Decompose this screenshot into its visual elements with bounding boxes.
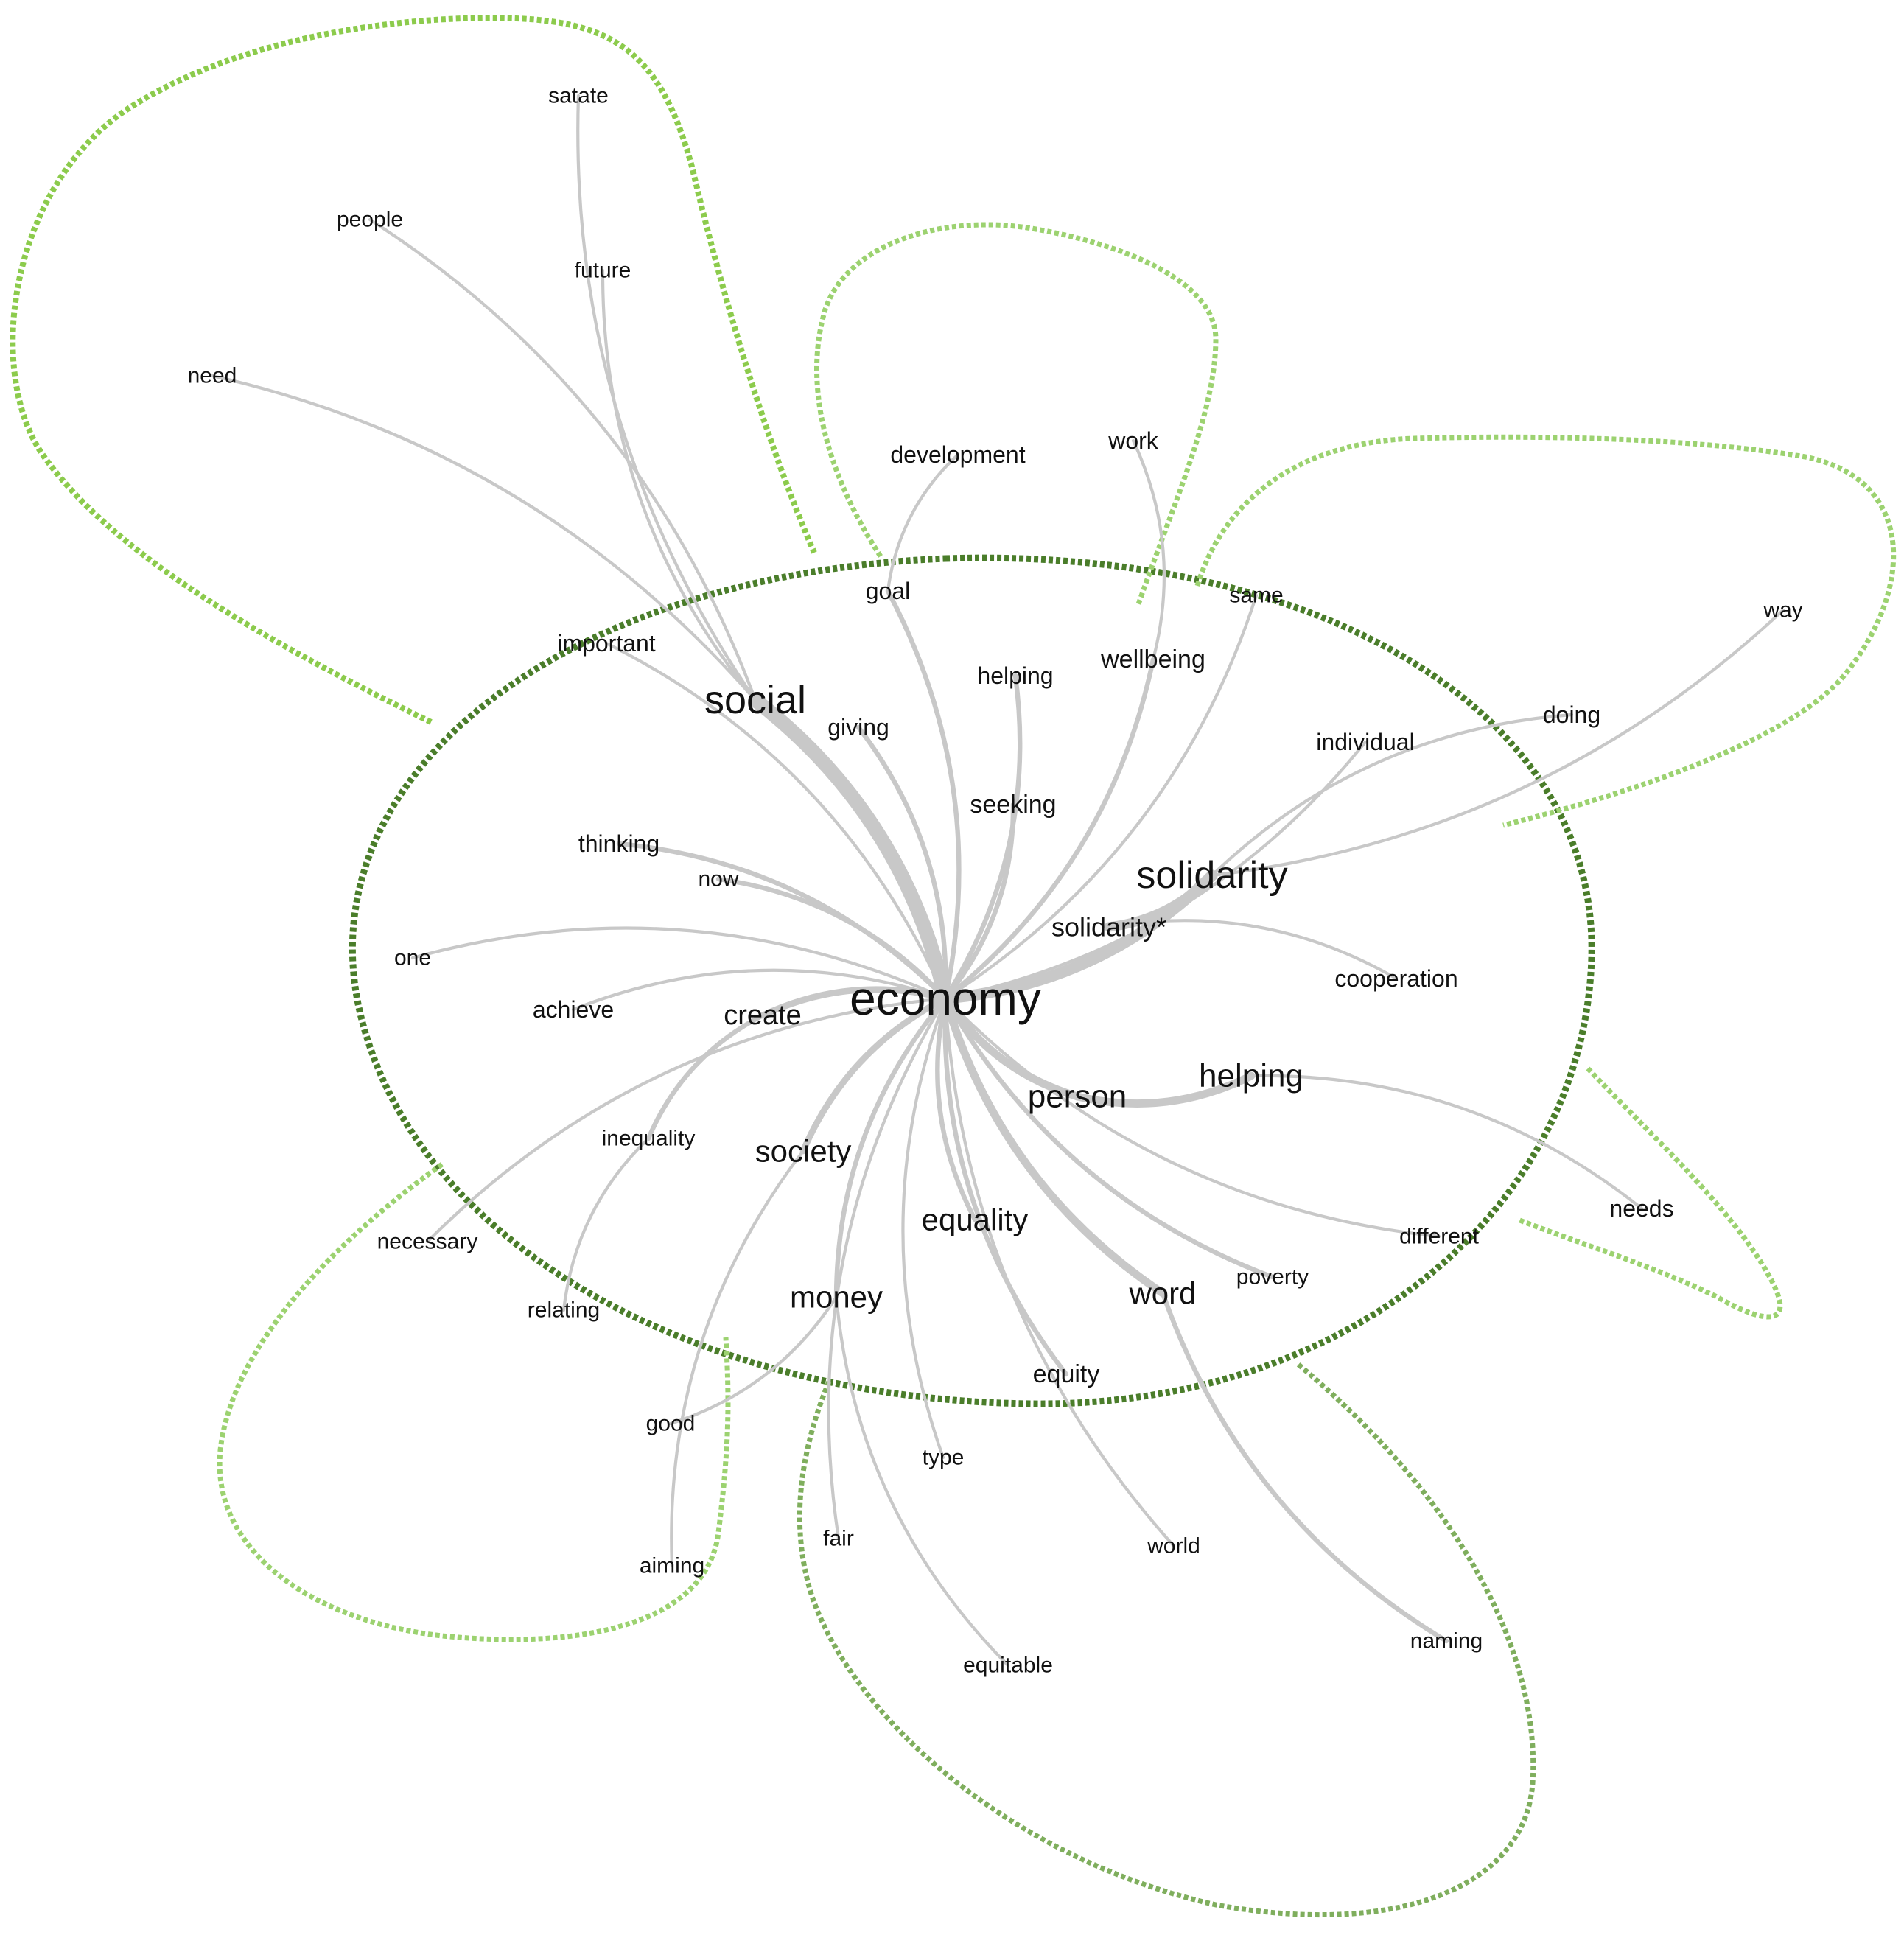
edge-money-equitable (834, 1295, 1010, 1668)
edge-economy-individual (943, 740, 1368, 1001)
word-different: different (1399, 1225, 1480, 1249)
word-thinking: thinking (578, 830, 659, 857)
edge-economy-now (715, 876, 948, 1001)
edge-economy-different (943, 996, 1441, 1239)
edge-economy-equality (935, 996, 978, 1222)
edge-solidarity-doing (1210, 713, 1574, 878)
labels-layer: economy social solidarity solidarity* he… (188, 84, 1803, 1678)
edge-economy-seeking (942, 802, 1016, 1001)
word-same: same (1229, 584, 1283, 608)
edge-economy-giving (855, 724, 948, 1001)
word-achieve: achieve (533, 996, 614, 1023)
word-create: create (724, 1000, 802, 1031)
word-way: way (1763, 598, 1802, 623)
edge-economy-same (943, 593, 1259, 1001)
word-future: future (575, 259, 631, 283)
word-needs: needs (1609, 1195, 1673, 1222)
word-doing: doing (1543, 701, 1600, 728)
word-satate: satate (548, 84, 609, 108)
edge-economy-poverty (942, 996, 1275, 1280)
edge-economy-goal (885, 588, 962, 1001)
cluster-bottom-left (217, 1162, 731, 1642)
edge-solidarity-way (1210, 608, 1785, 878)
edge-social-need (210, 374, 757, 702)
edge-economy-world (943, 996, 1176, 1548)
word-necessary: necessary (377, 1230, 478, 1254)
word-poverty: poverty (1236, 1265, 1309, 1290)
cluster-outlines (10, 15, 1897, 1918)
word-solidarity-star: solidarity* (1051, 912, 1166, 942)
edge-society-aiming (670, 1149, 805, 1568)
edge-create-inequality (645, 1012, 766, 1141)
cluster-right-lower (1516, 1066, 1783, 1320)
word-solidarity: solidarity (1136, 854, 1287, 897)
word-work: work (1107, 427, 1159, 454)
word-helping-large: helping (1199, 1058, 1303, 1094)
edge-economy-wellbeing (942, 657, 1156, 1001)
word-equitable: equitable (963, 1654, 1053, 1678)
word-person: person (1028, 1079, 1127, 1115)
edge-economy-word (941, 994, 1167, 1298)
edge-economy-necessary (425, 996, 948, 1244)
word-type: type (923, 1446, 965, 1470)
edge-money-good (668, 1295, 839, 1426)
word-economy: economy (850, 972, 1041, 1025)
edge-economy-fair (827, 996, 948, 1541)
edge-social-future (601, 268, 757, 702)
edge-economy-society (799, 995, 949, 1155)
edge-economy-money (833, 996, 948, 1300)
edge-person-helping-2 (1073, 1071, 1256, 1108)
word-individual: individual (1316, 729, 1414, 755)
cluster-top-middle (814, 222, 1219, 606)
cluster-right (1194, 434, 1897, 828)
edge-economy-achieve (571, 968, 948, 1012)
word-seeking: seeking (970, 791, 1056, 819)
word-fair: fair (823, 1527, 854, 1551)
edges-layer (210, 94, 1785, 1668)
cluster-top-left (10, 15, 817, 725)
edge-economy-type (901, 996, 948, 1460)
word-cooperation: cooperation (1334, 965, 1457, 992)
edge-economy-create (759, 986, 949, 1019)
word-naming: naming (1410, 1629, 1483, 1654)
word-one: one (394, 946, 431, 970)
word-equality: equality (922, 1203, 1029, 1237)
word-helping-small: helping (977, 662, 1053, 689)
edge-social-people (368, 217, 757, 702)
word-world: world (1147, 1534, 1200, 1558)
word-aiming: aiming (640, 1554, 704, 1578)
cluster-center (349, 554, 1595, 1407)
edge-goal-development (886, 452, 960, 593)
word-wellbeing: wellbeing (1100, 645, 1205, 673)
word-people: people (337, 208, 403, 232)
edge-inequality-relating (561, 1136, 651, 1312)
word-giving: giving (827, 714, 889, 741)
word-word: word (1128, 1276, 1196, 1311)
word-development: development (890, 441, 1025, 468)
word-goal: goal (866, 578, 911, 604)
word-inequality: inequality (602, 1127, 696, 1151)
word-now: now (698, 867, 738, 892)
word-important: important (557, 630, 656, 657)
edge-word-naming (1160, 1290, 1449, 1644)
word-relating: relating (528, 1298, 600, 1323)
word-society: society (755, 1134, 852, 1169)
edge-helping-2-needs (1249, 1074, 1644, 1211)
edge-economy-one (410, 926, 948, 1001)
word-social: social (704, 678, 806, 722)
word-need: need (188, 364, 237, 388)
word-money: money (790, 1280, 883, 1315)
edge-economy-social (748, 693, 953, 1006)
edge-economy-important (604, 641, 948, 1001)
word-equity: equity (1033, 1360, 1100, 1388)
edge-solidarity-star-cooperation (1107, 919, 1399, 981)
cluster-bottom (797, 1361, 1536, 1918)
word-good: good (646, 1412, 696, 1436)
edge-economy-equity (942, 996, 1069, 1377)
edge-wellbeing-work (1131, 438, 1166, 662)
